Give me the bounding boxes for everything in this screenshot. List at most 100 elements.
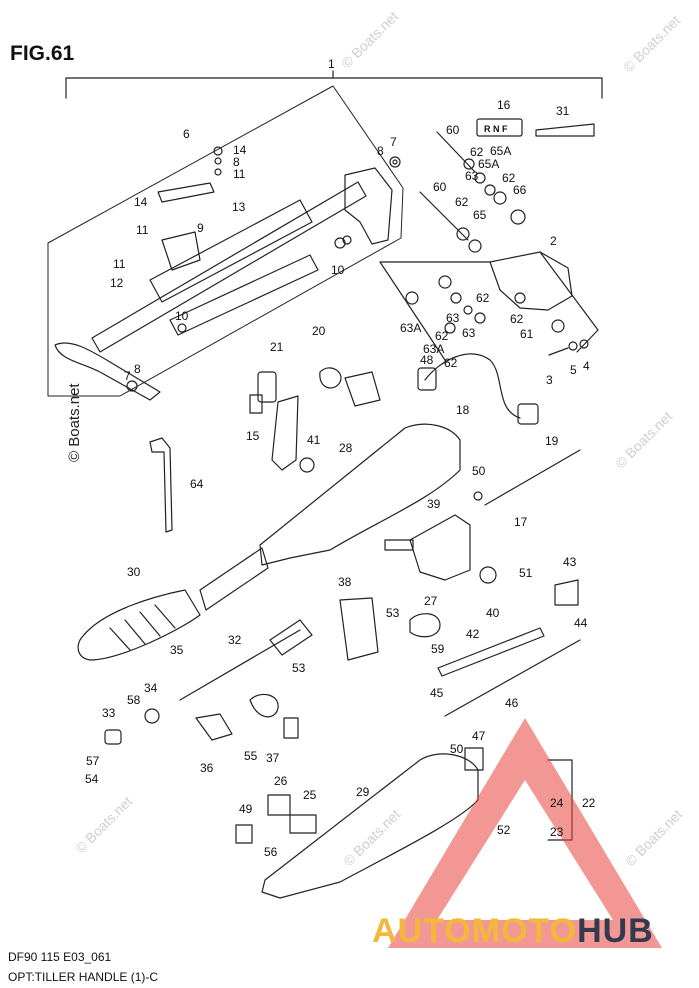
- link-rod: [437, 627, 545, 677]
- watermark: © Boats.net: [66, 383, 83, 462]
- callout-55: 55: [244, 749, 258, 763]
- callout-14: 14: [233, 143, 247, 157]
- callout-44: 44: [574, 616, 588, 630]
- callout-8: 8: [233, 155, 240, 169]
- knob-27: [409, 613, 441, 638]
- brand-triangle: [388, 718, 662, 948]
- throttle-tag: [535, 123, 595, 137]
- throttle-grip: [77, 589, 201, 661]
- key: [257, 371, 277, 403]
- brand-part-2: HUB: [577, 912, 654, 950]
- callout-2: 2: [550, 234, 557, 248]
- assembly-bracket: [65, 77, 603, 99]
- callout-9: 9: [197, 221, 204, 235]
- callout-58: 58: [127, 693, 141, 707]
- callout-37: 37: [266, 751, 280, 765]
- callout-27: 27: [424, 594, 438, 608]
- callout-16: 16: [497, 98, 511, 112]
- callout-30: 30: [127, 565, 141, 579]
- callout-18: 18: [456, 403, 470, 417]
- callout-11: 11: [136, 223, 149, 237]
- lever-plate: [339, 597, 379, 661]
- callout-4: 4: [583, 359, 590, 373]
- link-plate-2: [161, 231, 201, 271]
- callout-57: 57: [86, 754, 100, 768]
- callout-41: 41: [307, 433, 321, 447]
- callout-48: 48: [420, 353, 434, 367]
- shift-cable: [444, 639, 581, 717]
- callout-64: 64: [190, 477, 204, 491]
- callout-7: 7: [390, 135, 397, 149]
- callout-62: 62: [470, 145, 484, 159]
- callout-65A: 65A: [478, 157, 500, 171]
- callout-42: 42: [466, 627, 480, 641]
- callout-63: 63: [462, 326, 476, 340]
- link-plate: [157, 182, 215, 203]
- shift-switch-label: R N F: [484, 124, 508, 134]
- figure-title: FIG.61: [10, 42, 75, 65]
- callout-23: 23: [550, 825, 564, 839]
- callout-12: 12: [110, 276, 124, 290]
- callout-3: 3: [546, 373, 553, 387]
- callout-63: 63: [446, 311, 460, 325]
- callout-62: 62: [444, 356, 458, 370]
- tiller-bracket-bottom: [261, 753, 479, 899]
- callout-26: 26: [274, 774, 288, 788]
- callout-22: 22: [582, 796, 596, 810]
- callout-21: 21: [270, 340, 284, 354]
- callout-10: 10: [331, 263, 345, 277]
- callout-66: 66: [513, 183, 527, 197]
- throttle-cable: [484, 449, 581, 506]
- callout-20: 20: [312, 324, 326, 338]
- callout-65A: 65A: [490, 144, 512, 158]
- throttle-cable-2: [179, 629, 301, 701]
- callout-65: 65: [473, 208, 487, 222]
- callout-10: 10: [175, 309, 189, 323]
- callout-32: 32: [228, 633, 242, 647]
- steering-shaft: [91, 181, 367, 353]
- callout-40: 40: [486, 606, 500, 620]
- figure-code: DF90 115 E03_061: [8, 950, 112, 964]
- tiller-bracket: [489, 251, 573, 311]
- lanyard-clip: [271, 395, 299, 471]
- callout-31: 31: [556, 104, 570, 118]
- callout-15: 15: [246, 429, 260, 443]
- callout-33: 33: [102, 706, 116, 720]
- callout-54: 54: [85, 772, 99, 786]
- callout-62: 62: [502, 171, 516, 185]
- steering-lever: [54, 342, 161, 401]
- callout-29: 29: [356, 785, 370, 799]
- callout-6: 6: [183, 127, 190, 141]
- callout-47: 47: [472, 729, 486, 743]
- callout-56: 56: [264, 845, 278, 859]
- callout-34: 34: [144, 681, 158, 695]
- callout-43: 43: [563, 555, 577, 569]
- callout-50: 50: [472, 464, 486, 478]
- mount-bracket-upper: [344, 167, 393, 245]
- holder-43: [554, 579, 579, 606]
- callout-63A: 63A: [423, 342, 445, 356]
- callout-17: 17: [514, 515, 528, 529]
- stop-switch: [417, 367, 437, 391]
- stop-cable: [424, 353, 521, 419]
- callout-63: 63: [465, 169, 479, 183]
- callout-19: 19: [545, 434, 559, 448]
- callout-62: 62: [476, 291, 490, 305]
- callout-28: 28: [339, 441, 353, 455]
- callout-11: 11: [113, 257, 126, 271]
- lock-cylinder: [344, 371, 381, 407]
- callout-62: 62: [510, 312, 524, 326]
- callout-7: 7: [124, 369, 131, 383]
- callout-50: 50: [450, 742, 464, 756]
- callout-53: 53: [292, 661, 306, 675]
- callout-8: 8: [134, 362, 141, 376]
- callout-38: 38: [338, 575, 352, 589]
- callout-49: 49: [239, 802, 253, 816]
- brand-part-1: AUTOMOTO: [372, 912, 578, 950]
- callout-53: 53: [386, 606, 400, 620]
- callout-36: 36: [200, 761, 214, 775]
- callout-52: 52: [497, 823, 511, 837]
- callout-39: 39: [427, 497, 441, 511]
- figure-caption: OPT:TILLER HANDLE (1)-C: [8, 970, 159, 984]
